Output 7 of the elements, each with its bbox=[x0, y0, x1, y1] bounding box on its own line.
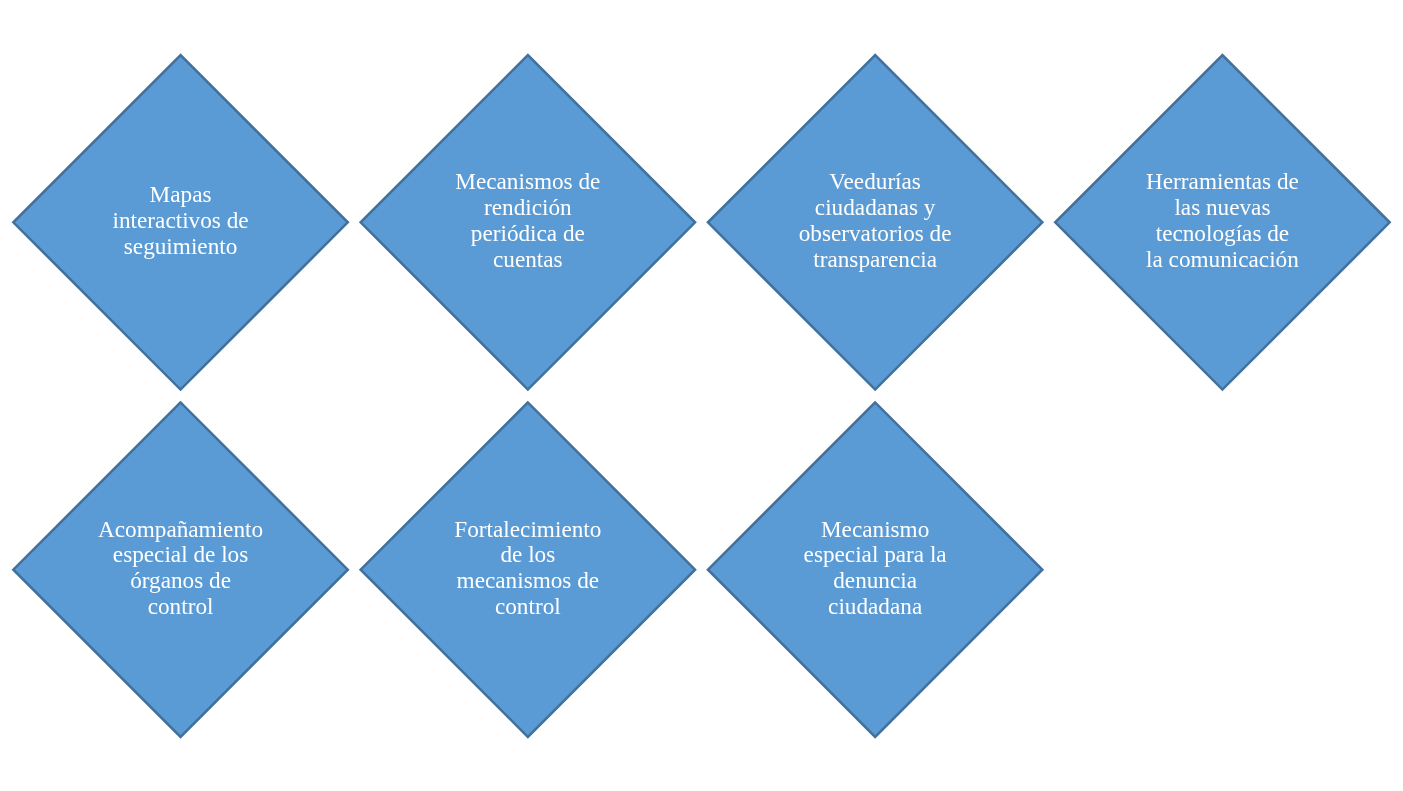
node-diamond: Herramientas de las nuevas tecnologías de la comunicación bbox=[1053, 52, 1392, 391]
node-diamond: Veedurías ciudadanas y observatorios de transparencia bbox=[706, 52, 1045, 391]
node-diamond: Mapas interactivos de seguimiento bbox=[11, 52, 350, 391]
node-diamond: Mecanismo especial para la denuncia ciudadana bbox=[706, 400, 1045, 739]
node-diamond: Acompañamiento especial de los órganos de control bbox=[11, 400, 350, 739]
node-diamond: Mecanismos de rendición periódica de cuentas bbox=[358, 52, 697, 391]
node-diamond: Fortalecimiento de los mecanismos de control bbox=[358, 400, 697, 739]
